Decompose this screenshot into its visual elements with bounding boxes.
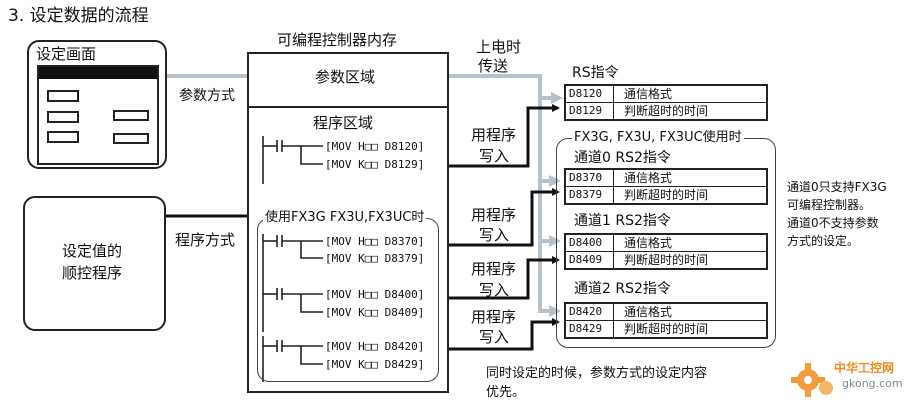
plc-memory-box: 参数区域 程序区域 — [247, 52, 449, 393]
instr-ch0-1: [MOV H□□ D8370] — [325, 235, 425, 248]
ch1-reg: D8409 — [566, 252, 614, 268]
instr-ch1-2: [MOV K□□ D8409] — [325, 306, 425, 319]
ch1-row: D8400 通信格式 — [566, 235, 766, 251]
side-note-4: 方式的设定。 — [787, 234, 860, 248]
write-label-main-2: 写入 — [479, 147, 510, 165]
write-label-ch1-1: 用程序 — [471, 260, 517, 278]
bottom-note-1: 同时设定的时候，参数方式的设定内容 — [486, 366, 708, 381]
rs-reg: D8120 — [566, 86, 614, 102]
ch1-table: D8400 通信格式 D8409 判断超时的时间 — [564, 233, 768, 270]
ch2-desc: 通信格式 — [624, 305, 673, 319]
ch2-table: D8420 通信格式 D8429 判断超时的时间 — [564, 302, 768, 339]
ch2-title: 通道2 RS2指令 — [574, 281, 671, 297]
fx3-block-title: 使用FX3G FX3U,FX3UC时 — [263, 210, 427, 225]
ch0-row: D8370 通信格式 — [566, 170, 766, 186]
rs-row: D8120 通信格式 — [566, 86, 766, 102]
rs-reg: D8129 — [566, 103, 614, 119]
instr-main-2: [MOV K□□ D8129] — [325, 158, 425, 171]
instr-main-1: [MOV H□□ D8120] — [325, 140, 425, 153]
fx3-group-title: FX3G, FX3U, FX3UC使用时 — [572, 130, 744, 145]
write-label-ch2-2: 写入 — [479, 328, 510, 346]
param-method-label: 参数方式 — [179, 88, 235, 104]
write-label-ch1-2: 写入 — [479, 281, 510, 299]
instr-ch2-1: [MOV H□□ D8420] — [325, 340, 425, 353]
side-note-3: 通道0不支持参数 — [787, 216, 879, 230]
write-label-ch2-1: 用程序 — [471, 308, 517, 326]
ch2-reg: D8429 — [566, 321, 614, 337]
side-note-1: 通道0只支持FX3G — [787, 180, 887, 194]
ch0-table: D8370 通信格式 D8379 判断超时的时间 — [564, 168, 768, 205]
rs-row: D8129 判断超时的时间 — [566, 102, 766, 119]
ladder-lines — [262, 136, 323, 382]
ch0-reg: D8370 — [566, 170, 614, 186]
arrow-power-on — [447, 74, 563, 104]
instr-ch0-2: [MOV K□□ D8379] — [325, 252, 425, 265]
ch0-row: D8379 判断超时的时间 — [566, 186, 766, 203]
gear-icon — [791, 363, 833, 397]
watermark: 中华工控网 gkong.com — [788, 356, 918, 406]
power-on-line2: 传送 — [478, 57, 509, 75]
arrow-prog-ch1 — [447, 256, 560, 300]
arrow-power-on-ch2 — [538, 241, 561, 317]
arrow-prog-rs — [447, 104, 560, 168]
instr-ch1-1: [MOV H□□ D8400] — [325, 288, 425, 301]
ch1-desc: 判断超时的时间 — [624, 253, 709, 267]
side-note-2: 可编程控制器。 — [787, 198, 872, 212]
arrow-prog-ch2 — [447, 318, 560, 351]
ch2-row: D8420 通信格式 — [566, 304, 766, 320]
screen-icon — [37, 65, 159, 165]
ch1-reg: D8400 — [566, 235, 614, 251]
plc-memory-title: 可编程控制器内存 — [277, 31, 398, 49]
rs-desc: 通信格式 — [624, 87, 673, 101]
ch2-row: D8429 判断超时的时间 — [566, 320, 766, 337]
instr-ch2-2: [MOV K□□ D8429] — [325, 358, 425, 371]
setting-screen-box: 设定画面 — [27, 40, 167, 169]
watermark-url: gkong.com — [842, 377, 903, 390]
seq-program-line2: 顺控程序 — [62, 264, 123, 282]
page-title: 3. 设定数据的流程 — [8, 6, 149, 26]
setting-screen-label: 设定画面 — [36, 45, 97, 63]
bottom-note-2: 优先。 — [486, 385, 526, 400]
ch0-reg: D8379 — [566, 187, 614, 203]
rs-desc: 判断超时的时间 — [624, 104, 709, 118]
power-on-line1: 上电时 — [476, 38, 522, 56]
ch0-title: 通道0 RS2指令 — [574, 150, 671, 166]
seq-program-box: 设定值的 顺控程序 — [23, 196, 166, 331]
ch1-title: 通道1 RS2指令 — [574, 213, 671, 229]
rs-title: RS指令 — [572, 65, 619, 81]
ch1-row: D8409 判断超时的时间 — [566, 251, 766, 268]
watermark-name: 中华工控网 — [834, 361, 895, 375]
ch2-desc: 判断超时的时间 — [624, 322, 709, 336]
param-area-label: 参数区域 — [315, 68, 376, 86]
program-method-label: 程序方式 — [175, 231, 236, 249]
ch2-reg: D8420 — [566, 304, 614, 320]
seq-program-line1: 设定值的 — [62, 242, 123, 260]
arrow-prog-ch0 — [447, 188, 560, 247]
write-label-ch0-2: 写入 — [479, 226, 510, 244]
rs-table: D8120 通信格式 D8129 判断超时的时间 — [564, 84, 768, 121]
ch0-desc: 判断超时的时间 — [624, 188, 709, 202]
ch1-desc: 通信格式 — [624, 236, 673, 250]
ch0-desc: 通信格式 — [624, 171, 673, 185]
write-label-main-1: 用程序 — [471, 126, 517, 144]
program-area-label: 程序区域 — [313, 114, 374, 132]
write-label-ch0-1: 用程序 — [471, 206, 517, 224]
